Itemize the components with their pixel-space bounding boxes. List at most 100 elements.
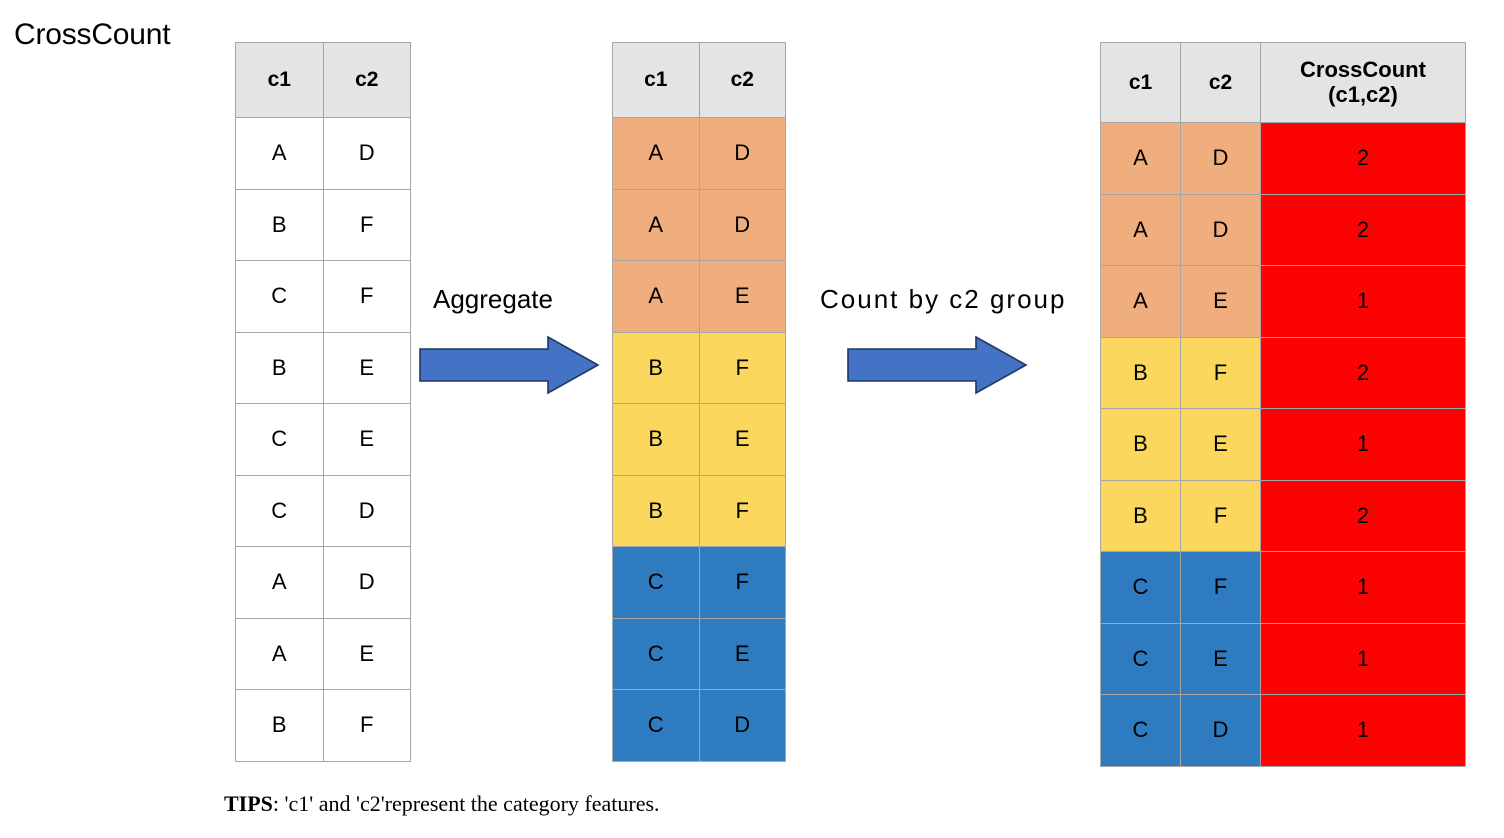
table-header-row: c1 c2 CrossCount (c1,c2)	[1100, 42, 1466, 123]
cell-c2: F	[1180, 479, 1261, 552]
cell-crosscount: 2	[1260, 479, 1466, 552]
crosscount-header-line1: CrossCount	[1300, 57, 1426, 83]
cell-c2: E	[698, 403, 786, 476]
cell-c1: A	[612, 117, 700, 190]
cell-c1: C	[1100, 694, 1181, 767]
cell-c2: E	[322, 331, 411, 404]
source-table-head: c1 c2	[235, 42, 411, 118]
cell-c1: A	[612, 188, 700, 261]
column-header-c2: c2	[322, 42, 411, 118]
cell-c1: B	[1100, 479, 1181, 552]
cell-c2: D	[322, 546, 411, 619]
cell-c1: B	[612, 403, 700, 476]
cell-c2: E	[1180, 265, 1261, 338]
cell-crosscount: 1	[1260, 622, 1466, 695]
cell-c1: C	[235, 474, 324, 547]
cell-c1: B	[235, 188, 324, 261]
cell-c2: F	[322, 689, 411, 762]
cell-c1: B	[1100, 408, 1181, 481]
cell-c1: C	[1100, 551, 1181, 624]
cell-crosscount: 1	[1260, 265, 1466, 338]
cell-c2: D	[1180, 122, 1261, 195]
cell-c1: B	[612, 474, 700, 547]
arrow-shape	[419, 335, 600, 395]
crosscount-table-head: c1 c2 CrossCount (c1,c2)	[1100, 42, 1466, 123]
tips-text: : 'c1' and 'c2'represent the category fe…	[272, 791, 660, 816]
aggregate-arrow-icon	[419, 335, 600, 395]
page-title: CrossCount	[14, 18, 171, 51]
column-header-c2: c2	[1180, 42, 1261, 123]
cell-c1: C	[612, 546, 700, 619]
cell-crosscount: 1	[1260, 694, 1466, 767]
cell-c1: C	[235, 260, 324, 333]
cell-c1: C	[235, 403, 324, 476]
cell-c2: F	[322, 188, 411, 261]
table-header-row: c1 c2	[612, 42, 786, 118]
cell-c1: A	[1100, 265, 1181, 338]
arrow-label-aggregate: Aggregate	[433, 284, 553, 314]
tips-label: TIPS	[224, 791, 273, 816]
cell-c1: A	[235, 117, 324, 190]
column-header-c1: c1	[612, 42, 700, 118]
cell-c2: D	[322, 474, 411, 547]
cell-crosscount: 2	[1260, 122, 1466, 195]
cell-c1: B	[235, 331, 324, 404]
cell-c2: D	[322, 117, 411, 190]
cell-c1: C	[612, 689, 700, 762]
cell-crosscount: 1	[1260, 551, 1466, 624]
cell-c2: F	[322, 260, 411, 333]
cell-c1: B	[235, 689, 324, 762]
cell-crosscount: 1	[1260, 408, 1466, 481]
crosscount-header-line2: (c1,c2)	[1328, 81, 1398, 107]
cell-c2: E	[698, 617, 786, 690]
cell-c2: D	[1180, 193, 1261, 266]
arrow-label-count-by-c2-group: Count by c2 group	[820, 284, 1067, 314]
cell-crosscount: 2	[1260, 336, 1466, 409]
cell-c2: E	[1180, 408, 1261, 481]
cell-c1: A	[235, 546, 324, 619]
cell-c2: F	[698, 546, 786, 619]
cell-c1: A	[612, 260, 700, 333]
cell-c2: F	[1180, 551, 1261, 624]
count-arrow-icon	[847, 335, 1028, 395]
cell-c1: A	[1100, 193, 1181, 266]
cell-c1: C	[1100, 622, 1181, 695]
cell-c2: F	[698, 474, 786, 547]
aggregated-table-head: c1 c2	[612, 42, 786, 118]
cell-c2: E	[1180, 622, 1261, 695]
cell-c2: F	[1180, 336, 1261, 409]
cell-c2: D	[698, 689, 786, 762]
column-header-c1: c1	[1100, 42, 1181, 123]
cell-c2: F	[698, 331, 786, 404]
column-header-c1: c1	[235, 42, 324, 118]
cell-c2: E	[322, 617, 411, 690]
table-header-row: c1 c2	[235, 42, 411, 118]
cell-c1: B	[1100, 336, 1181, 409]
cell-c2: D	[698, 188, 786, 261]
